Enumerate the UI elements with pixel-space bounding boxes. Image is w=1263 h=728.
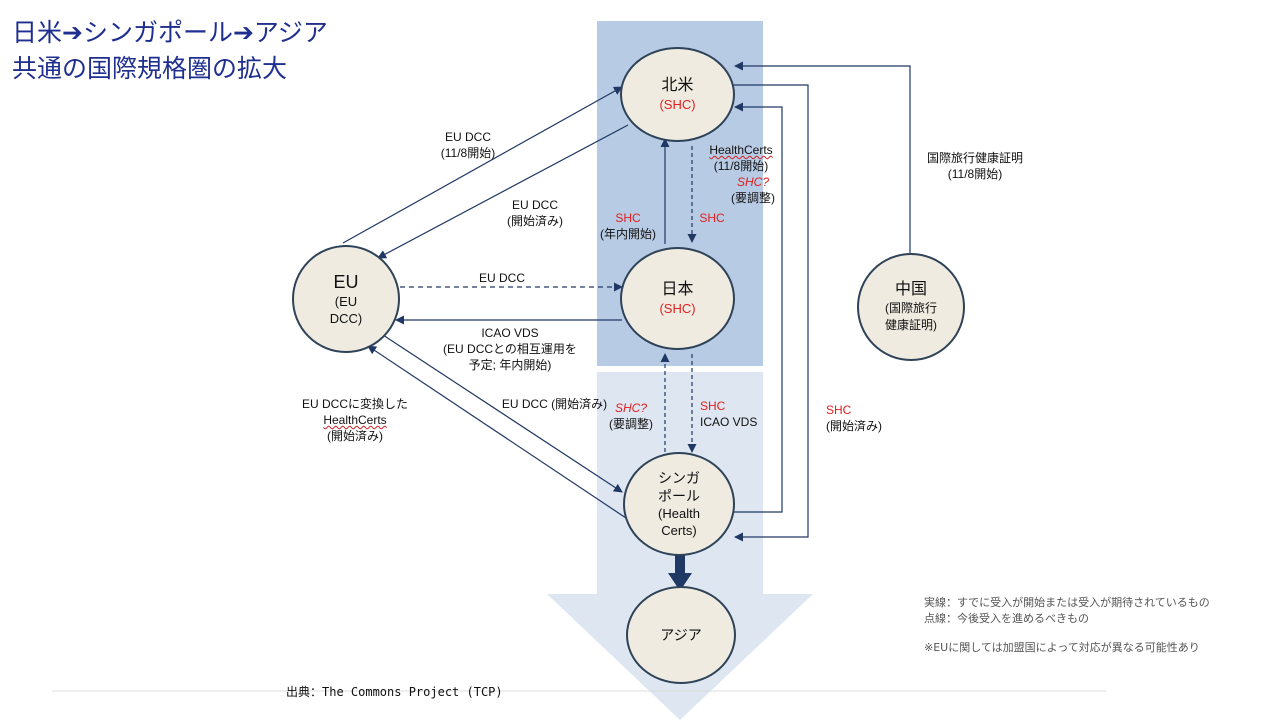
label-eu-to-sg: EU DCC (開始済み) bbox=[492, 396, 617, 412]
label-jp-to-na-l2: (年内開始) bbox=[600, 227, 656, 241]
label-na-sg-shc-l2: (開始済み) bbox=[826, 419, 882, 433]
node-china: 中国 (国際旅行 健康証明) bbox=[857, 253, 965, 361]
node-japan: 日本 (SHC) bbox=[620, 247, 735, 350]
label-sg-to-eu-l3: (開始済み) bbox=[327, 429, 383, 443]
label-jp-to-eu-l1: ICAO VDS bbox=[481, 326, 539, 340]
node-sg-l4: Certs) bbox=[661, 523, 697, 538]
label-sg-to-na-l2: (要調整) bbox=[731, 191, 775, 205]
label-sg-to-na: SHC? (要調整) bbox=[713, 174, 793, 206]
label-eu-to-na-l1: EU DCC bbox=[444, 130, 491, 144]
node-sg-l3: (Health bbox=[658, 506, 700, 521]
label-cn-to-na: 国際旅行健康証明 (11/8開始) bbox=[910, 150, 1040, 182]
node-eu-name: EU bbox=[333, 272, 359, 292]
title-line-1: 日米➔シンガポール➔アジア bbox=[12, 18, 328, 47]
node-sg-l2: ポール bbox=[658, 488, 700, 504]
label-sg-to-jp: SHC? (要調整) bbox=[600, 400, 662, 432]
label-na-to-eu: EU DCC (開始済み) bbox=[485, 197, 585, 229]
label-sg-to-jp-l1: SHC? bbox=[614, 401, 647, 415]
label-eu-to-jp: EU DCC bbox=[462, 270, 542, 286]
label-na-to-sg-l2: (11/8開始) bbox=[713, 159, 769, 173]
node-eu: EU (EU DCC) bbox=[292, 245, 400, 353]
label-jp-to-sg-l2: ICAO VDS bbox=[700, 415, 758, 429]
label-jp-to-eu-l3: 予定; 年内開始) bbox=[468, 358, 552, 372]
label-eu-to-na-l2: (11/8開始) bbox=[440, 146, 496, 160]
arrow-eu-to-sg bbox=[382, 334, 623, 493]
arrow-sg-to-na bbox=[733, 102, 783, 513]
arrow-sg-to-asia-head bbox=[668, 573, 692, 591]
label-eu-to-na: EU DCC (11/8開始) bbox=[418, 129, 518, 161]
label-jp-to-eu: ICAO VDS (EU DCCとの相互運用を 予定; 年内開始) bbox=[425, 325, 595, 373]
arrow-na-to-sg bbox=[732, 84, 809, 542]
label-na-to-eu-l1: EU DCC bbox=[511, 198, 558, 212]
node-asia-name: アジア bbox=[660, 626, 702, 643]
label-cn-to-na-l1: 国際旅行健康証明 bbox=[926, 151, 1023, 165]
label-na-to-jp: SHC bbox=[697, 210, 727, 226]
node-na-name: 北米 bbox=[661, 77, 694, 94]
label-sg-to-eu-l2: HealthCerts bbox=[323, 413, 387, 427]
node-jp-name: 日本 bbox=[661, 281, 694, 298]
label-eu-to-jp-l1: EU DCC bbox=[478, 271, 525, 285]
node-na-sub: (SHC) bbox=[659, 97, 696, 112]
node-cn-sub2: 健康証明) bbox=[885, 318, 937, 332]
node-cn-sub1: (国際旅行 bbox=[885, 301, 937, 315]
arrow-sg-to-eu bbox=[367, 345, 627, 519]
label-jp-to-sg: SHC ICAO VDS bbox=[700, 398, 758, 430]
node-jp-sub: (SHC) bbox=[659, 301, 696, 316]
label-eu-to-sg-l1: EU DCC (開始済み) bbox=[501, 397, 608, 411]
arrow-cn-to-na bbox=[734, 61, 911, 253]
label-na-sg-shc-l1: SHC bbox=[826, 403, 852, 417]
label-jp-to-sg-l1: SHC bbox=[700, 399, 726, 413]
label-sg-to-na-l1: SHC? bbox=[736, 175, 769, 189]
legend-note: ※EUに関しては加盟国によって対応が異なる可能性あり bbox=[924, 641, 1200, 654]
label-sg-to-jp-l2: (要調整) bbox=[609, 417, 653, 431]
node-north-america: 北米 (SHC) bbox=[620, 47, 735, 142]
node-asia: アジア bbox=[626, 586, 736, 684]
arrow-eu-to-na bbox=[342, 86, 623, 244]
source-text: 出典：The Commons Project (TCP) bbox=[286, 685, 503, 699]
label-na-to-sg-l1: HealthCerts bbox=[709, 143, 773, 157]
label-sg-to-eu: EU DCCに変換した HealthCerts (開始済み) bbox=[290, 396, 420, 444]
label-jp-to-eu-l2: (EU DCCとの相互運用を bbox=[443, 342, 577, 356]
arrow-na-to-eu bbox=[377, 124, 629, 259]
label-na-to-sg: HealthCerts (11/8開始) bbox=[701, 142, 781, 174]
label-jp-to-na-l1: SHC bbox=[615, 211, 641, 225]
label-na-to-eu-l2: (開始済み) bbox=[507, 214, 563, 228]
node-eu-sub1: (EU bbox=[334, 294, 358, 309]
node-singapore: シンガ ポール (Health Certs) bbox=[623, 452, 735, 556]
label-na-sg-shc: SHC (開始済み) bbox=[826, 402, 896, 434]
legend-solid: 実線：すでに受入が開始または受入が期待されているもの bbox=[924, 596, 1210, 609]
label-na-to-jp-l1: SHC bbox=[699, 211, 725, 225]
arrow-sg-to-asia-shaft bbox=[675, 555, 685, 575]
label-sg-to-eu-l1: EU DCCに変換した bbox=[301, 397, 408, 411]
node-cn-name: 中国 bbox=[894, 281, 927, 298]
node-eu-sub2: DCC) bbox=[329, 311, 363, 326]
legend-dashed: 点線：今後受入を進めるべきもの bbox=[924, 612, 1089, 625]
label-cn-to-na-l2: (11/8開始) bbox=[947, 167, 1003, 181]
title-line-2: 共通の国際規格圏の拡大 bbox=[12, 54, 288, 83]
node-sg-l1: シンガ bbox=[658, 470, 700, 486]
label-jp-to-na: SHC (年内開始) bbox=[588, 210, 668, 242]
